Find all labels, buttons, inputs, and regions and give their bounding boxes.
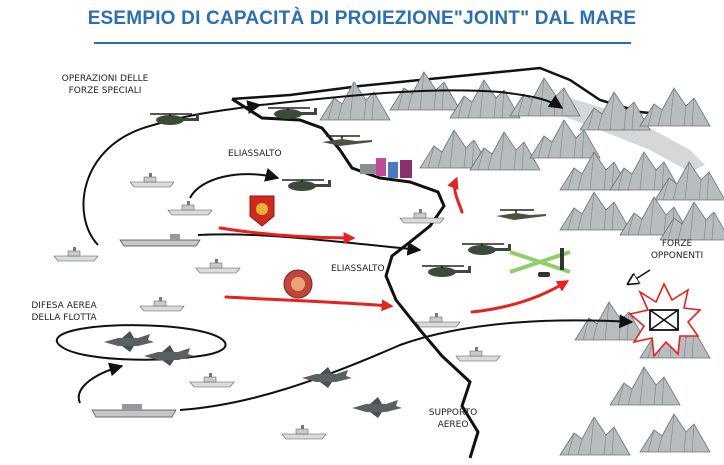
assault-arrow-1	[218, 226, 356, 244]
special-forces-path	[82, 100, 262, 246]
harrier-jet-icon	[144, 345, 194, 366]
air-support-path	[179, 314, 634, 411]
air-defense-climb	[77, 362, 124, 404]
label-heliborne-1: ELIASSALTO	[228, 149, 282, 159]
jets	[104, 331, 402, 418]
label-opposing-forces: FORZE OPPONENTI	[650, 239, 704, 261]
heliborne-path-1	[189, 168, 280, 199]
special-forces-path-2	[259, 89, 564, 109]
landing-vehicles	[360, 158, 412, 178]
ship-icon	[139, 296, 185, 312]
label-fleet-air-defense: DIFESA AEREA DELLA FLOTTA	[31, 301, 97, 323]
ship-icon	[189, 372, 235, 388]
landing-zone-marker	[509, 248, 571, 277]
ship-icon	[195, 258, 241, 274]
harrier-jet-icon	[352, 397, 402, 418]
title-underline	[94, 42, 631, 44]
label-heliborne-2: ELIASSALTO	[331, 264, 385, 274]
harrier-jet-icon	[104, 331, 154, 352]
helicopter-icon	[281, 179, 332, 192]
opposing-forces-arrow	[628, 269, 651, 284]
label-air-support: SUPPORTO AEREO	[428, 408, 478, 430]
brigade-emblem-icon	[283, 269, 313, 299]
ship-icon	[281, 424, 327, 440]
enemy-position-icon	[628, 282, 702, 358]
ship-icon	[167, 200, 213, 216]
carrier-icon	[91, 404, 177, 418]
ship-icon	[53, 246, 99, 262]
carrier-icon	[119, 234, 201, 247]
air-defense-orbit	[55, 324, 227, 361]
assault-arrow-4	[470, 280, 570, 314]
page-title: ESEMPIO DI CAPACITÀ DI PROIEZIONE"JOINT"…	[87, 8, 637, 29]
ship-icon	[129, 172, 175, 188]
assault-arrow-3	[447, 176, 464, 214]
assault-arrow-2	[224, 295, 394, 312]
label-special-forces: OPERAZIONI DELLE FORZE SPECIALI	[61, 74, 149, 96]
marine-badge-icon	[249, 195, 275, 227]
fleet	[53, 172, 501, 440]
assault-arrows	[218, 176, 570, 314]
harrier-jet-icon	[302, 367, 352, 388]
